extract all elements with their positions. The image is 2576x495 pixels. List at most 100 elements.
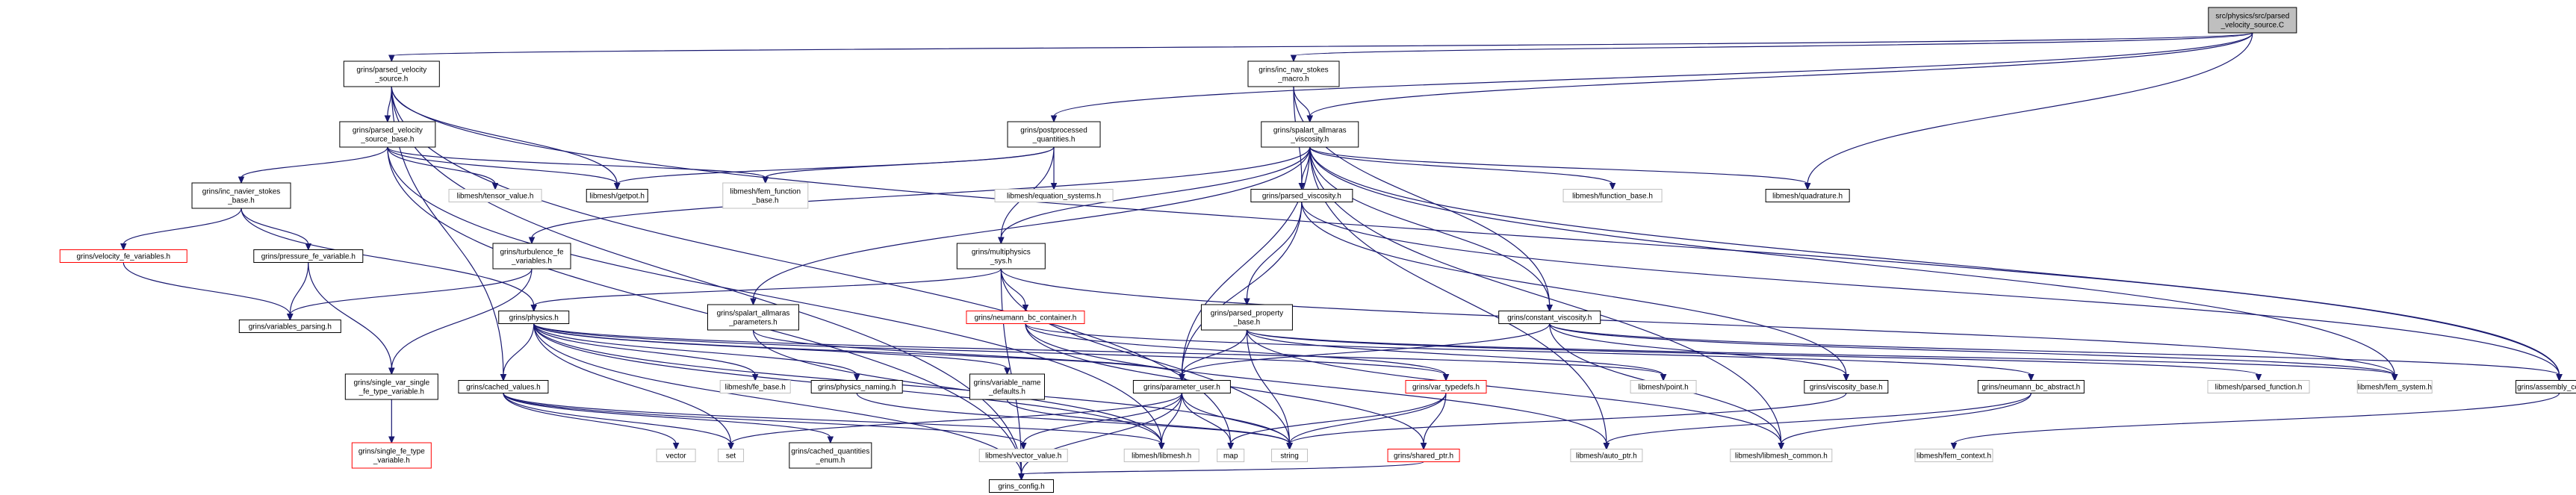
node-label-line: _base.h [227,197,255,205]
node-physics[interactable]: grins/physics.h [498,311,570,324]
node-box [722,182,809,209]
dependency-edge [1293,86,1311,117]
node-label-line: libmesh/fem_context.h [1917,452,1991,461]
node-label-line: grins/assembly_context.h [2517,384,2576,392]
node-paramuser[interactable]: grins/parameter_user.h [1132,380,1231,393]
node-label-line: grins/var_typedefs.h [1412,384,1480,392]
node-config[interactable]: grins_config.h [989,479,1055,493]
node-box [989,479,1055,493]
node-varpars[interactable]: grins/variables_parsing.h [238,320,341,333]
dependency-edge [503,393,677,444]
edge-arrowhead [1286,443,1293,450]
node-vartypedefs[interactable]: grins/var_typedefs.h [1405,380,1487,393]
edge-arrowhead [672,443,680,450]
node-pnaming[interactable]: grins/physics_naming.h [810,380,903,393]
dependency-edge [1246,329,2395,376]
dependency-edge [1181,393,1291,444]
node-quad[interactable]: libmesh/quadrature.h [1765,189,1850,202]
node-box [2208,7,2297,34]
node-velfe[interactable]: grins/velocity_fe_variables.h [59,249,187,263]
node-ins[interactable]: grins/inc_nav_stokes_macro.h [1247,60,1340,87]
node-lmcommon: libmesh/libmesh_common.h [1730,449,1833,462]
node-box [586,189,648,202]
dependency-edge [533,323,1664,376]
dependency-edge [1181,329,1248,376]
node-label-line: libmesh/libmesh.h [1132,452,1191,461]
node-label-line: set [726,452,736,461]
node-box [1250,189,1353,202]
node-asmctx[interactable]: grins/assembly_context.h [2516,380,2576,393]
node-svsft[interactable]: grins/single_var_single_fe_type_variable… [344,373,438,400]
dependency-edge [387,146,496,184]
node-sharedptr[interactable]: grins/shared_ptr.h [1387,449,1460,462]
node-nbca[interactable]: grins/neumann_bc_abstract.h [1977,380,2085,393]
node-insb[interactable]: grins/inc_navier_stokes_base.h [191,182,291,209]
node-ppb[interactable]: grins/parsed_property_base.h [1200,304,1293,331]
node-pq[interactable]: grins/postprocessed_quantities.h [1007,121,1101,148]
node-sapar[interactable]: grins/spalart_allmaras_parameters.h [707,304,799,331]
dependency-edge [1807,32,2253,184]
dependency-edge [1423,393,1447,444]
node-box [810,380,903,393]
node-pvisc[interactable]: grins/parsed_viscosity.h [1250,189,1353,202]
node-box [956,243,1046,270]
node-label-line: grins/pressure_fe_variable.h [261,253,356,261]
node-box [969,373,1045,400]
node-root[interactable]: src/physics/src/parsed_velocity_source.C [2208,7,2297,34]
node-getpot[interactable]: libmesh/getpot.h [586,189,648,202]
node-label-line: grins/spalart_allmaras [1273,127,1347,135]
edge-arrowhead [751,374,759,382]
node-box [978,449,1068,462]
node-map: map [1217,449,1245,462]
dependency-edge [1301,202,1847,376]
node-parsedfunc: libmesh/parsed_function.h [2207,380,2310,393]
edge-arrowhead [528,237,536,245]
edge-arrowhead [238,176,245,184]
edge-arrowhead [491,183,499,190]
node-label-line: vector [666,452,687,461]
node-label-line: _quantities.h [1032,136,1076,144]
node-cached[interactable]: grins/cached_values.h [458,380,549,393]
node-varname[interactable]: grins/variable_name_defaults.h [969,373,1045,400]
node-box [498,311,570,324]
node-nbc[interactable]: grins/neumann_bc_container.h [966,311,1085,324]
edge-arrowhead [1546,305,1553,312]
node-viscbase[interactable]: grins/viscosity_base.h [1804,380,1889,393]
node-label-line: grins/parsed_velocity [356,66,426,75]
node-funcbase: libmesh/function_base.h [1562,189,1663,202]
node-cvisc[interactable]: grins/constant_viscosity.h [1498,311,1601,324]
edge-arrowhead [1603,443,1610,450]
dependency-edge [533,268,1002,307]
node-label-line: _sys.h [990,258,1012,266]
edge-arrowhead [1306,115,1314,123]
dependency-edge [533,323,857,376]
node-string: string [1271,449,1309,462]
node-box [1007,121,1101,148]
node-sav[interactable]: grins/spalart_allmaras_viscosity.h [1261,121,1359,148]
dependency-edge [730,393,1182,445]
dependency-edge [503,393,732,444]
node-box [1200,304,1293,331]
dependency-edge [1000,268,1026,306]
node-box [1765,189,1850,202]
edge-arrowhead [1442,374,1450,382]
dependency-edge [387,86,392,117]
edges-layer [120,32,2563,481]
node-libmesh: libmesh/libmesh.h [1123,449,1199,462]
node-turbfe[interactable]: grins/turbulence_fe_variables.h [492,243,571,270]
node-label-line: string [1280,452,1298,461]
node-label-line: libmesh/tensor_value.h [457,193,534,201]
node-pvsb[interactable]: grins/parsed_velocity_source_base.h [339,121,436,148]
node-presfe[interactable]: grins/pressure_fe_variable.h [253,249,364,263]
node-box [191,182,291,209]
edge-arrowhead [1227,443,1234,450]
node-label-line: grins/variables_parsing.h [249,323,332,331]
node-sfetype[interactable]: grins/single_fe_type_variable.h [351,442,432,469]
node-pvs[interactable]: grins/parsed_velocity_source.h [343,60,440,87]
node-label-line: grins/parsed_viscosity.h [1262,193,1341,201]
node-cqe[interactable]: grins/cached_quantities_enum.h [789,442,872,469]
node-label-line: _base.h [751,197,779,205]
node-box [1247,60,1340,87]
node-mps[interactable]: grins/multiphysics_sys.h [956,243,1046,270]
node-femctx: libmesh/fem_context.h [1914,449,1993,462]
